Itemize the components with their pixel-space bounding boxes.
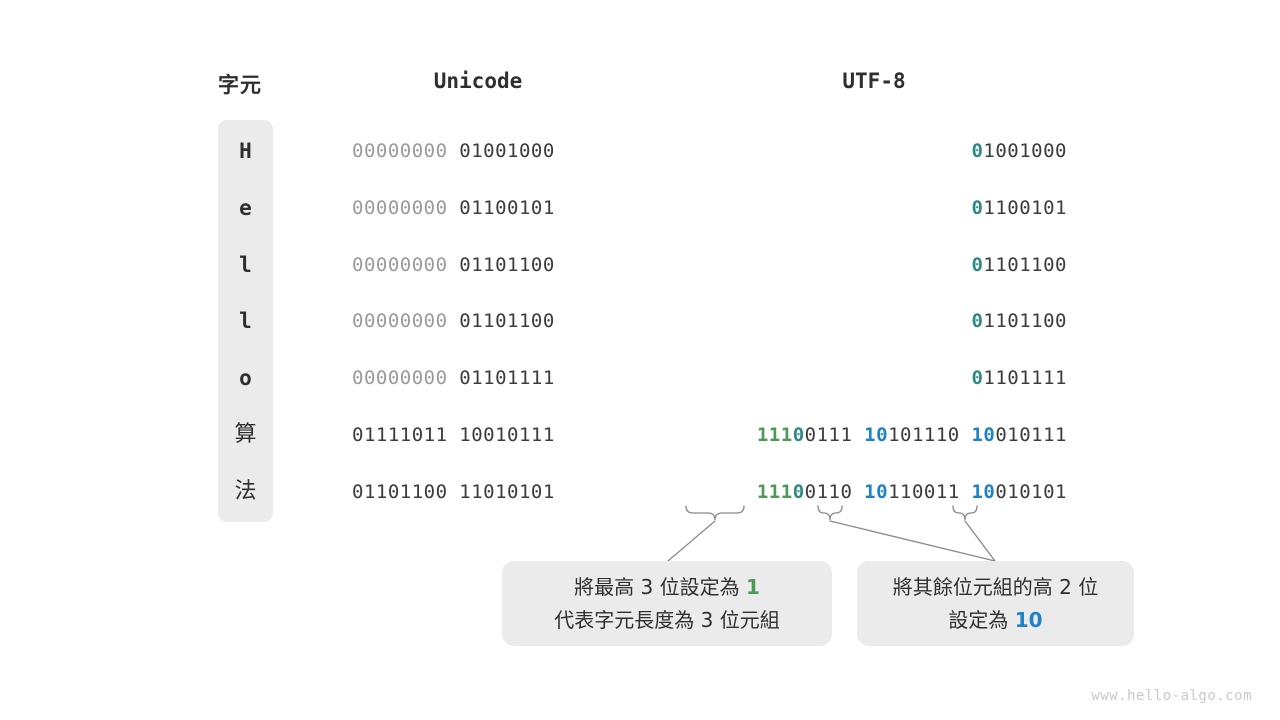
unicode-low-byte: 01101111 (459, 367, 555, 390)
column-header-character: 字元 (218, 73, 262, 97)
utf8-bits: 01101111 (971, 364, 1067, 392)
byte-separator (960, 421, 972, 449)
character-cell: e (239, 195, 252, 220)
byte-separator (448, 194, 460, 222)
utf8-prefix-bits: 0 (971, 310, 984, 333)
callout-2-line-2-text: 設定為 (948, 607, 1015, 632)
utf8-prefix-terminator-bit: 0 (792, 480, 805, 503)
unicode-high-byte: 00000000 (352, 367, 448, 390)
utf8-byte: 01101100 (971, 310, 1067, 332)
unicode-high-byte: 00000000 (352, 196, 448, 219)
character-cell: 算 (234, 422, 257, 447)
callout-2-line-1: 將其餘位元組的高 2 位 (892, 574, 1099, 599)
byte-separator (960, 478, 972, 506)
unicode-low-byte: 11010101 (459, 480, 555, 503)
utf8-bits: 01100101 (971, 194, 1067, 222)
site-watermark: www.hello-algo.com (1091, 688, 1252, 704)
utf8-payload-bits: 0110 (804, 480, 853, 503)
utf8-prefix-terminator-bit: 0 (792, 424, 805, 446)
byte-separator (852, 421, 864, 449)
callout-leading-byte: 將最高 3 位設定為 1 代表字元長度為 3 位元組 (502, 561, 832, 646)
utf8-byte: 01101100 (971, 254, 1067, 276)
utf8-byte: 10110011 (864, 481, 960, 503)
utf8-payload-bits: 010111 (995, 424, 1067, 446)
unicode-high-byte: 00000000 (352, 310, 448, 333)
utf8-payload-bits: 1101100 (983, 253, 1067, 276)
byte-separator (448, 251, 460, 279)
unicode-high-byte: 00000000 (352, 140, 448, 162)
unicode-bits: 00000000 01100101 (352, 194, 555, 222)
utf8-prefix-bits: 0 (971, 140, 984, 162)
utf8-byte: 01101111 (971, 367, 1067, 389)
byte-separator (448, 137, 460, 165)
utf8-prefix-bits: 0 (971, 196, 984, 219)
callout-continuation-bytes: 將其餘位元組的高 2 位 設定為 10 (857, 561, 1134, 646)
utf8-bits: 01001000 (971, 137, 1067, 165)
utf8-payload-bits: 110011 (888, 480, 960, 503)
unicode-low-byte: 01100101 (459, 196, 555, 219)
byte-separator (852, 478, 864, 506)
unicode-bits: 01111011 10010111 (352, 421, 555, 449)
utf8-byte: 01001000 (971, 140, 1067, 162)
callout-1-line-1-text: 將最高 3 位設定為 (574, 574, 746, 599)
utf8-prefix-bits: 111 (756, 424, 793, 446)
unicode-low-byte: 01101100 (459, 253, 555, 276)
byte-separator (448, 364, 460, 392)
byte-separator (448, 478, 460, 506)
callout-2-highlight: 10 (1014, 607, 1043, 632)
utf8-byte: 11100111 (757, 424, 853, 446)
utf8-prefix-bits: 10 (864, 424, 889, 446)
column-header-utf8: UTF-8 (842, 69, 906, 93)
utf8-prefix-bits: 10 (971, 424, 996, 446)
unicode-bits: 00000000 01101111 (352, 364, 555, 392)
unicode-low-byte: 01101100 (459, 310, 555, 333)
utf8-payload-bits: 1100101 (983, 196, 1067, 219)
utf8-payload-bits: 010101 (995, 480, 1067, 503)
utf8-bits: 11100110 10110011 10010101 (757, 478, 1067, 506)
unicode-high-byte: 01101100 (352, 480, 448, 503)
callout-2-line-2: 設定為 10 (948, 604, 1042, 637)
utf8-byte: 10010111 (971, 424, 1067, 446)
character-cell: o (239, 366, 252, 391)
callout-1-line-1: 將最高 3 位設定為 1 (574, 571, 760, 604)
unicode-bits: 01101100 11010101 (352, 478, 555, 506)
utf8-prefix-bits: 0 (971, 253, 984, 276)
utf8-byte: 10010101 (971, 481, 1067, 503)
unicode-low-byte: 10010111 (459, 424, 555, 446)
byte-separator (448, 307, 460, 335)
utf8-bits: 11100111 10101110 10010111 (757, 421, 1067, 449)
utf8-bits: 01101100 (971, 307, 1067, 335)
utf8-byte: 10101110 (864, 424, 960, 446)
callout-1-highlight: 1 (745, 574, 760, 599)
utf8-prefix-bits: 0 (971, 367, 984, 390)
utf8-payload-bits: 1001000 (983, 140, 1067, 162)
utf8-payload-bits: 1101100 (983, 310, 1067, 333)
unicode-bits: 00000000 01001000 (352, 137, 555, 165)
unicode-high-byte: 01111011 (352, 424, 448, 446)
utf8-prefix-bits: 10 (971, 480, 996, 503)
character-cell: 法 (234, 478, 257, 504)
unicode-bits: 00000000 01101100 (352, 251, 555, 279)
utf8-prefix-bits: 10 (864, 480, 889, 503)
utf8-bits: 01101100 (971, 251, 1067, 279)
utf8-payload-bits: 101110 (888, 424, 960, 446)
utf8-prefix-bits: 111 (756, 480, 793, 503)
unicode-bits: 00000000 01101100 (352, 307, 555, 335)
byte-separator (448, 421, 460, 449)
utf8-payload-bits: 1101111 (983, 367, 1067, 390)
character-cell: H (239, 139, 252, 163)
unicode-high-byte: 00000000 (352, 253, 448, 276)
character-cell: l (239, 252, 252, 277)
callout-1-line-2: 代表字元長度為 3 位元組 (554, 607, 780, 632)
column-header-unicode: Unicode (433, 69, 523, 93)
utf8-byte: 01100101 (971, 197, 1067, 219)
unicode-low-byte: 01001000 (459, 140, 555, 162)
utf8-payload-bits: 0111 (804, 424, 853, 446)
utf8-byte: 11100110 (757, 481, 853, 503)
character-cell: l (239, 309, 252, 334)
